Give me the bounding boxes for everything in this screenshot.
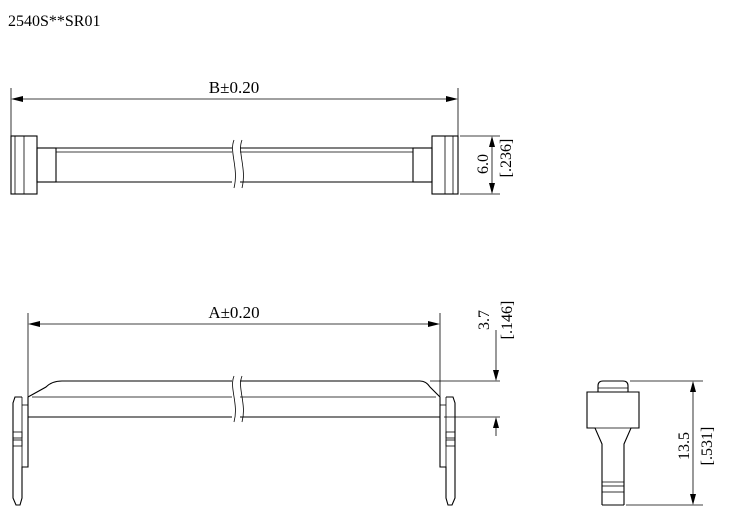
front-view: A±0.20 3.7 [.146]: [12, 301, 516, 506]
part-number: 2540S**SR01: [8, 13, 100, 30]
top-height-mm: 6.0: [475, 154, 492, 174]
top-view: B±0.20 6.0 [.236]: [10, 78, 515, 195]
dimension-a-label: A±0.20: [208, 303, 259, 322]
top-height-in: [.236]: [498, 139, 515, 178]
dimension-b-label: B±0.20: [209, 78, 259, 97]
front-height-mm: 3.7: [476, 310, 493, 330]
side-height-mm: 13.5: [676, 432, 693, 460]
side-view: 13.5 [.531]: [586, 380, 716, 506]
front-height-in: [.146]: [499, 301, 516, 340]
side-height-in: [.531]: [699, 427, 716, 466]
